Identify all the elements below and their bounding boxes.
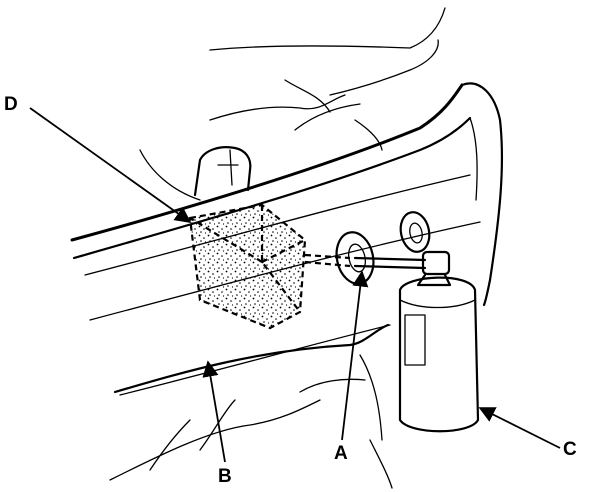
application-area: [188, 203, 307, 330]
drain-holes: [335, 211, 431, 285]
upper-body-outline: [139, 7, 446, 201]
leader-b: [202, 360, 226, 463]
hinge-bracket: [193, 146, 252, 197]
callout-label-c: C: [563, 439, 577, 460]
callout-label-d: D: [4, 94, 18, 115]
leader-d: [29, 107, 192, 223]
leader-a: [341, 270, 369, 441]
callout-label-a: A: [334, 443, 348, 464]
leader-c: [478, 407, 561, 449]
lower-body-outline: [109, 354, 393, 489]
spray-can: [304, 250, 480, 433]
leader-lines: [29, 107, 561, 463]
callout-label-b: B: [218, 466, 232, 487]
